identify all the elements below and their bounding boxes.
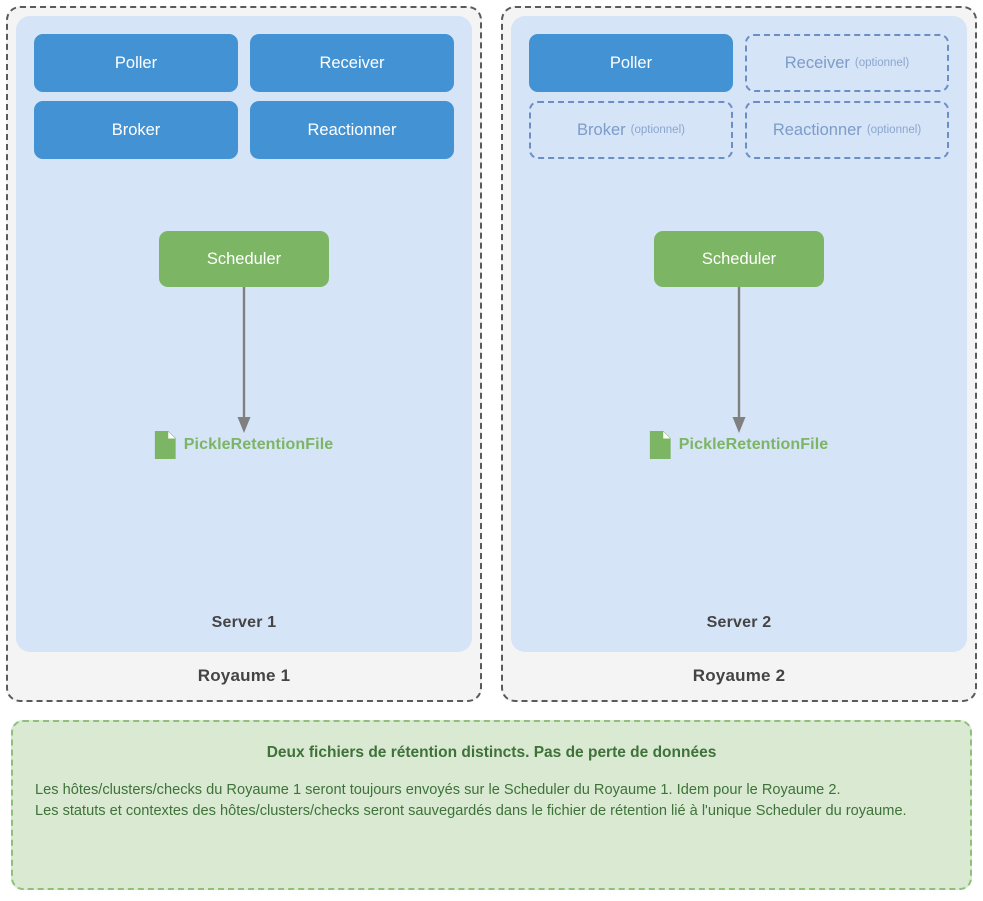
daemon-receiver-2[interactable]: Receiver (optionnel)	[745, 34, 949, 92]
scheduler-stage-1: Scheduler PickleRetentionFile	[34, 159, 454, 614]
realm-label-2: Royaume 2	[692, 666, 786, 685]
daemon-broker-2[interactable]: Broker (optionnel)	[529, 101, 733, 159]
scheduler-stage-2: Scheduler PickleRetentionFile	[529, 159, 949, 614]
daemon-label: Broker	[111, 120, 161, 139]
scheduler-label: Scheduler	[206, 249, 282, 268]
daemon-label: Poller	[609, 53, 653, 72]
daemon-receiver-1[interactable]: Receiver	[250, 34, 454, 92]
realms-row: Poller Receiver Broker Reactionner Sched…	[6, 6, 977, 702]
daemon-grid-2: Poller Receiver (optionnel) Broker (opti…	[529, 34, 949, 159]
down-arrow-icon	[237, 287, 251, 433]
note-line-2: Les statuts et contextes des hôtes/clust…	[35, 803, 907, 820]
daemon-label: Receiver	[319, 53, 385, 72]
daemon-label: Receiver	[784, 53, 850, 72]
server-label-1: Server 1	[211, 614, 277, 631]
daemon-label: Reactionner	[307, 120, 397, 139]
daemon-reactionner-2[interactable]: Reactionner (optionnel)	[745, 101, 949, 159]
server-label-2: Server 2	[706, 614, 772, 631]
server-panel-1: Poller Receiver Broker Reactionner Sched…	[16, 16, 472, 652]
daemon-label: Broker	[577, 120, 626, 139]
file-document-icon	[649, 431, 671, 459]
note-line-1: Les hôtes/clusters/checks du Royaume 1 s…	[35, 782, 841, 798]
note-body: Les hôtes/clusters/checks du Royaume 1 s…	[35, 780, 948, 822]
scheduler-box-2[interactable]: Scheduler	[654, 231, 824, 287]
retention-file-label: PickleRetentionFile	[678, 436, 829, 453]
optional-tag: (optionnel)	[854, 57, 910, 69]
retention-file-2: PickleRetentionFile	[649, 431, 829, 459]
server-panel-2: Poller Receiver (optionnel) Broker (opti…	[511, 16, 967, 652]
daemon-label: Reactionner	[772, 120, 862, 139]
daemon-poller-2[interactable]: Poller	[529, 34, 733, 92]
realm-royaume-1: Poller Receiver Broker Reactionner Sched…	[6, 6, 482, 702]
summary-note: Deux fichiers de rétention distincts. Pa…	[11, 720, 972, 890]
down-arrow-icon	[732, 287, 746, 433]
daemon-grid-1: Poller Receiver Broker Reactionner	[34, 34, 454, 159]
realm-royaume-2: Poller Receiver (optionnel) Broker (opti…	[501, 6, 977, 702]
daemon-broker-1[interactable]: Broker	[34, 101, 238, 159]
retention-file-1: PickleRetentionFile	[154, 431, 334, 459]
realm-label-1: Royaume 1	[197, 666, 291, 685]
optional-tag: (optionnel)	[866, 124, 922, 136]
scheduler-label: Scheduler	[701, 249, 777, 268]
note-title: Deux fichiers de rétention distincts. Pa…	[266, 744, 717, 761]
daemon-reactionner-1[interactable]: Reactionner	[250, 101, 454, 159]
file-document-icon	[154, 431, 176, 459]
scheduler-box-1[interactable]: Scheduler	[159, 231, 329, 287]
daemon-label: Poller	[114, 53, 158, 72]
optional-tag: (optionnel)	[630, 124, 685, 136]
daemon-poller-1[interactable]: Poller	[34, 34, 238, 92]
retention-file-label: PickleRetentionFile	[183, 436, 334, 453]
